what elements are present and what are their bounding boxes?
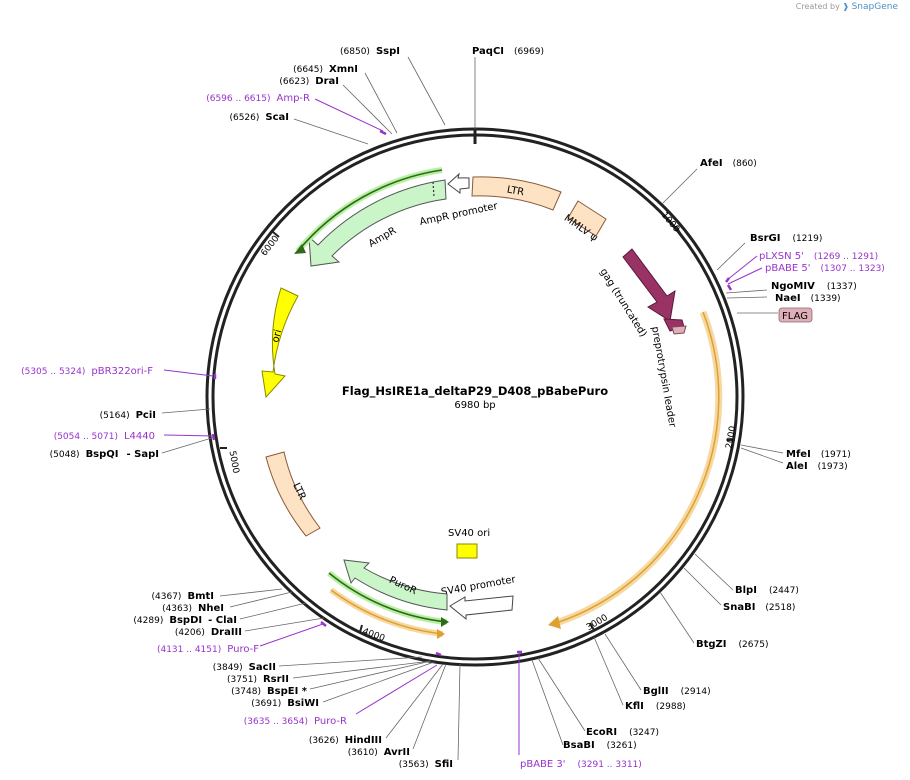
enzyme-label[interactable]: (4289)BspDI- ClaI (133, 615, 237, 626)
feature-label: ori (270, 328, 284, 343)
feature-mmlv-psi[interactable]: MMLV ψ (562, 200, 607, 244)
enzyme-label[interactable]: (3626)HindIII (309, 735, 382, 746)
feature-sv40-promoter[interactable]: SV40 promoter (440, 574, 517, 621)
enzyme-label[interactable]: (5164)PciI (100, 410, 156, 421)
enzyme-label[interactable]: (3691)BsiWI (251, 698, 319, 709)
enzyme-label[interactable]: (4367)BmtI (152, 591, 214, 602)
snapgene-logo-icon: ❱ (842, 2, 850, 11)
tick-label: 5000 (227, 450, 241, 475)
primer-label[interactable]: (5305 .. 5324)pBR322ori-F (21, 366, 153, 377)
enzyme-label[interactable]: (6526)ScaI (229, 112, 289, 123)
primer-leader-lines (163, 98, 763, 755)
primer-label[interactable]: (5054 .. 5071)L4440 (54, 431, 155, 442)
feature-preprotrypsin-leader[interactable]: preprotrypsin leader (649, 318, 687, 429)
enzyme-label[interactable]: MfeI(1971) (786, 449, 851, 460)
primer-label[interactable]: (6596 .. 6615)Amp-R (206, 93, 310, 104)
feature-label: SV40 ori (448, 528, 490, 539)
primer-label[interactable]: pBABE 3'(3291 .. 3311) (520, 759, 642, 770)
enzyme-label[interactable]: (3751)RsrII (227, 674, 289, 685)
feature-label: AmpR (367, 225, 398, 249)
enzyme-label[interactable]: SnaBI(2518) (723, 602, 795, 613)
feature-label: LTR (506, 184, 525, 198)
enzyme-label[interactable]: (4363)NheI (162, 603, 224, 614)
flag-tag[interactable]: FLAG (778, 307, 813, 323)
enzyme-label[interactable]: BtgZI(2675) (696, 639, 768, 650)
feature-orf-arc[interactable] (548, 310, 723, 629)
enzyme-label[interactable]: (3849)SacII (213, 662, 276, 673)
ampr-dashed-divider (432, 181, 435, 198)
primer-marks (211, 129, 733, 657)
enzyme-label[interactable]: BglII(2914) (643, 686, 711, 697)
feature-ltr-1[interactable]: LTR (471, 176, 562, 211)
enzyme-label[interactable]: EcoRI(3247) (586, 727, 659, 738)
enzyme-label[interactable]: (5048)BspQI- SapI (50, 449, 159, 460)
snapgene-credit: Created by ❱ SnapGene (796, 2, 898, 12)
primer-label[interactable]: pBABE 5'(1307 .. 1323) (765, 263, 885, 274)
plasmid-name: Flag_HsIRE1a_deltaP29_D408_pBabePuro (342, 384, 608, 399)
feature-sv40-ori[interactable]: SV40 ori (448, 528, 490, 559)
enzyme-label[interactable]: PaqCI(6969) (472, 46, 544, 57)
enzyme-label[interactable]: NaeI(1339) (775, 293, 841, 304)
credit-brand: SnapGene (851, 2, 898, 12)
enzyme-label[interactable]: (6623)DraI (279, 76, 339, 87)
coordinate-ticks: 1000 2000 3000 4000 5000 6000 (220, 211, 739, 644)
feature-ori[interactable]: ori (261, 287, 299, 399)
credit-text: Created by (795, 2, 840, 11)
primer-labels: (6596 .. 6615)Amp-R pLXSN 5'(1269 .. 129… (21, 93, 885, 770)
primer-label[interactable]: pLXSN 5'(1269 .. 1291) (759, 251, 878, 262)
enzyme-label[interactable]: (4206)DraIII (175, 627, 242, 638)
enzyme-label[interactable]: (3748)BspEI * (231, 686, 308, 697)
enzyme-label[interactable]: KflI(2988) (625, 701, 686, 712)
feature-ltr-2[interactable]: LTR (265, 451, 321, 537)
enzyme-label[interactable]: BsaBI(3261) (563, 740, 637, 751)
enzyme-label[interactable]: BsrGI(1219) (750, 233, 822, 244)
enzyme-label[interactable]: AfeI(860) (700, 158, 757, 169)
enzyme-label[interactable]: BlpI(2447) (735, 585, 799, 596)
primer-label[interactable]: (4131 .. 4151)Puro-F (157, 644, 259, 655)
feature-label: SV40 promoter (440, 574, 517, 598)
enzyme-labels: PaqCI(6969) (6850)SspI (6645)XmnI (6623)… (50, 46, 857, 770)
plasmid-size: 6980 bp (454, 400, 495, 411)
enzyme-label[interactable]: (3563)SfiI (399, 759, 453, 770)
feature-label: preprotrypsin leader (649, 326, 678, 429)
enzyme-label[interactable]: AleI(1973) (786, 461, 848, 472)
feature-gag-truncated[interactable]: gag (truncated) (597, 248, 676, 339)
feature-label: AmpR promoter (419, 201, 500, 228)
enzyme-label[interactable]: NgoMIV(1337) (771, 281, 857, 292)
enzyme-label[interactable]: (6645)XmnI (293, 64, 358, 75)
enzyme-label[interactable]: (6850)SspI (340, 46, 400, 57)
primer-label[interactable]: (3635 .. 3654)Puro-R (244, 716, 347, 727)
feature-orange-arc-2[interactable] (329, 587, 445, 639)
feature-label: FLAG (782, 311, 808, 322)
enzyme-label[interactable]: (3610)AvrII (348, 747, 410, 758)
feature-puror[interactable]: PuroR (327, 559, 449, 627)
tick-label: 2000 (725, 425, 739, 450)
leader-lines (161, 56, 784, 761)
